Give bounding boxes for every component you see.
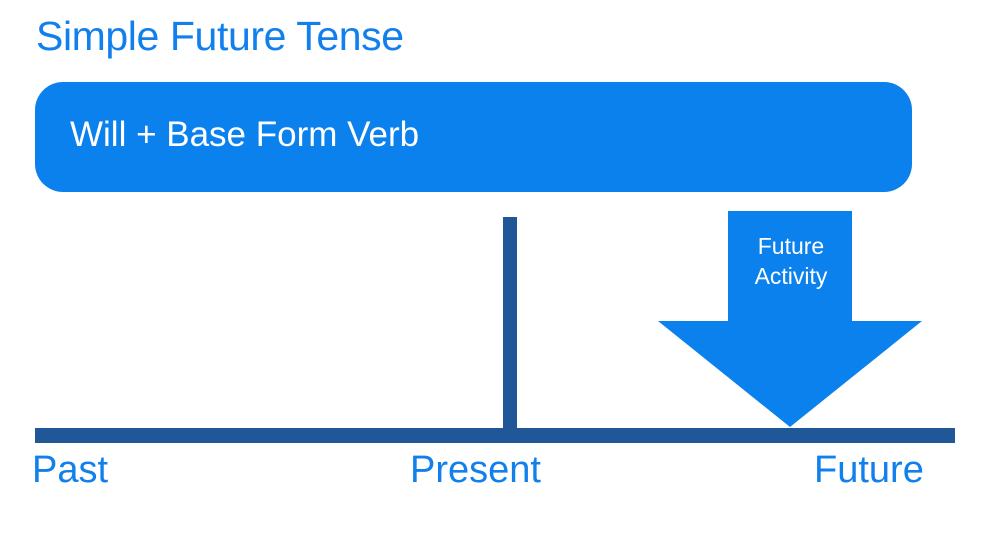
formula-text: Will + Base Form Verb [70, 115, 420, 154]
arrow-label-line2: Activity [754, 263, 828, 290]
down-arrow-icon [658, 211, 922, 427]
timeline-label-present: Present [410, 449, 541, 491]
arrow-label: Future Activity [728, 231, 854, 292]
present-tick-marker [503, 217, 517, 431]
timeline-bar [35, 428, 955, 443]
timeline-label-past: Past [32, 449, 109, 491]
timeline-label-future: Future [814, 449, 924, 491]
page-title: Simple Future Tense [36, 13, 404, 59]
future-activity-arrow: Future Activity [658, 211, 922, 427]
formula-box [35, 82, 912, 192]
arrow-label-line1: Future [757, 233, 825, 259]
